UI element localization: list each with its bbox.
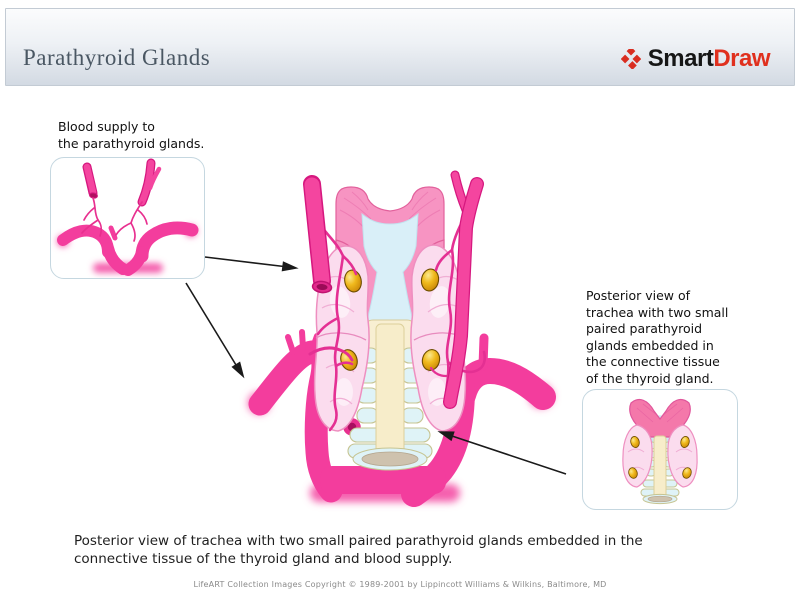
inset-blood-supply: [50, 157, 205, 279]
arrow-inset-to-trachea: [437, 431, 567, 475]
arrow-inset-to-arch: [185, 282, 245, 379]
logo-smart: Smart: [647, 45, 714, 72]
logo-text: SmartDraw: [647, 45, 771, 72]
inset-thyroid-posterior: [582, 389, 738, 510]
trachea: [347, 319, 433, 471]
callout-arrows: [185, 256, 567, 475]
carotid-artery-left: [303, 175, 333, 294]
parathyroid-gland-upper-right: [420, 268, 440, 292]
parathyroid-glands: [340, 268, 441, 371]
copyright-line: LifeART Collection Images Copyright © 19…: [193, 580, 607, 589]
subclavian-arches: [57, 221, 199, 276]
thyroid-lobes: [313, 244, 467, 432]
caption: Posterior view of trachea with two small…: [74, 533, 643, 567]
header: Parathyroid Glands SmartDraw: [5, 8, 795, 86]
parathyroid-gland-upper-left: [344, 269, 362, 293]
smartdraw-diamonds-icon: [620, 49, 641, 69]
esophagus: [361, 212, 419, 331]
thyroid-arteries: [308, 204, 487, 432]
left-inset-label: Blood supply to the parathyroid glands.: [58, 119, 205, 151]
artery-branches: [81, 197, 148, 242]
page-title: Parathyroid Glands: [23, 45, 211, 70]
arrow-inset-to-carotid: [204, 256, 299, 272]
pharynx-muscles: [335, 186, 445, 341]
smartdraw-logo: SmartDraw: [620, 45, 771, 72]
right-inset-label: Posterior view of trachea with two small…: [586, 288, 729, 386]
upper-vessels: [82, 158, 162, 207]
aortic-arch-vessels: [248, 329, 556, 507]
parathyroid-gland-lower-left: [340, 349, 358, 371]
parathyroid-gland-lower-right: [421, 349, 441, 371]
blood-supply-illustration: [57, 158, 199, 276]
cut-vessel-ring: [343, 418, 361, 436]
mini-parathyroid-glands: [628, 436, 692, 479]
carotid-artery-right: [443, 170, 484, 409]
logo-draw: Draw: [713, 45, 770, 72]
thyroid-thumbnail-illustration: [622, 398, 698, 505]
